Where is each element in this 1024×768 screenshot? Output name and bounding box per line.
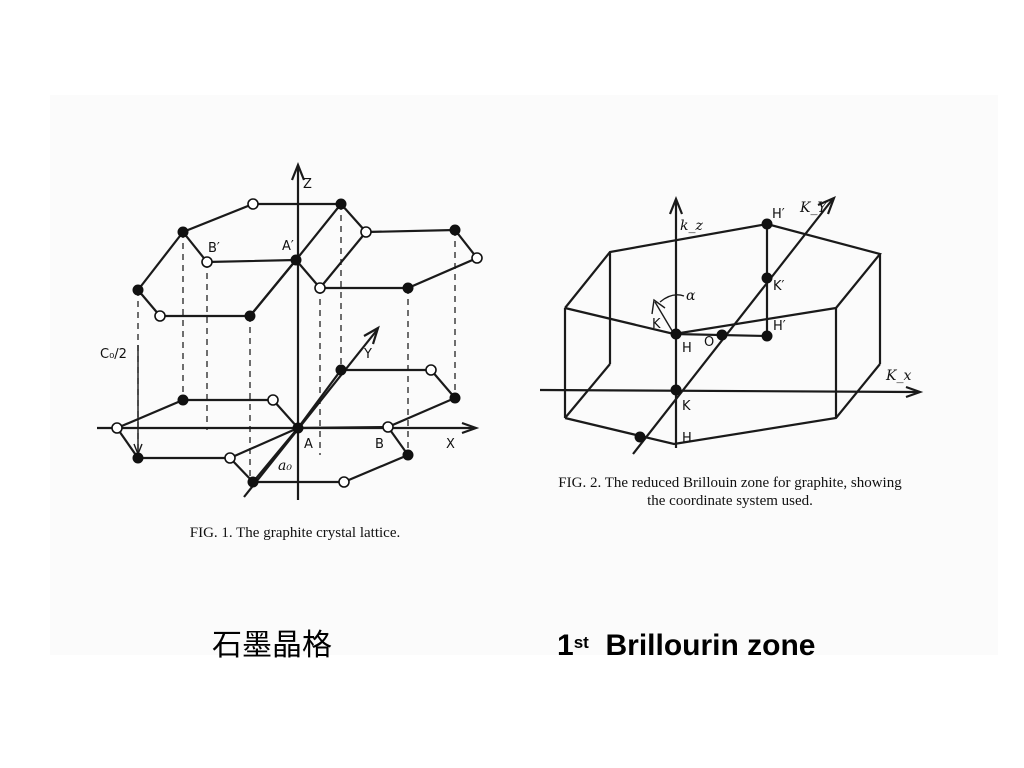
- atom-a-prime-label: A′: [282, 239, 294, 254]
- z-axis-label: Z: [303, 177, 312, 192]
- interlayer-spacing-label: C₀/2: [100, 347, 127, 362]
- lattice-constant-label: a₀: [278, 458, 292, 474]
- point-k-prime-label: K′: [773, 279, 785, 294]
- atom-b-prime-label: B′: [208, 241, 220, 256]
- lattice-dashed-verticals: [137, 204, 456, 482]
- lattice-axes: [97, 162, 480, 500]
- ordinal-suffix: st: [573, 633, 589, 652]
- zone-points: [634, 218, 773, 443]
- point-h-mid-label: H: [682, 341, 692, 356]
- fig2-caption-line2: the coordinate system used.: [647, 493, 813, 509]
- origin-o-label: O: [704, 335, 714, 350]
- point-k-low-label: K: [682, 399, 691, 414]
- graphite-lattice-title: 石墨晶格: [212, 628, 332, 663]
- zone-title-text: Brillourin zone: [605, 629, 816, 662]
- brillouin-zone-diagram: k_z K_Y K_x H′ K′ H′ α K H O K H: [539, 195, 924, 455]
- graphite-lattice-diagram: Z Y X A B A′ B′ C₀/2 a₀: [97, 162, 483, 500]
- fig2-caption-line1: FIG. 2. The reduced Brillouin zone for g…: [558, 475, 902, 491]
- x-axis-label: X: [446, 437, 455, 452]
- point-h-low-label: H: [682, 431, 692, 446]
- lattice-atoms: [111, 198, 483, 488]
- alpha-angle-label: α: [686, 288, 696, 304]
- kz-axis-label: k_z: [680, 218, 703, 234]
- k-arrow-label: K: [652, 317, 661, 332]
- scanned-figure-background: [50, 95, 998, 655]
- ordinal-number: 1: [557, 629, 574, 662]
- kx-axis-label: K_x: [885, 368, 911, 384]
- atom-b-label: B: [375, 437, 384, 452]
- atom-a-label: A: [304, 437, 313, 452]
- ky-axis-label: K_Y: [799, 200, 828, 216]
- fig1-caption: FIG. 1. The graphite crystal lattice.: [189, 525, 401, 541]
- brillouin-zone-title: 1st Brillourin zone: [557, 626, 815, 666]
- point-h-prime-mid-label: H′: [773, 319, 786, 334]
- upper-layer-network: [137, 202, 479, 318]
- zone-axes: [539, 195, 924, 455]
- y-axis-label: Y: [363, 347, 372, 362]
- point-h-prime-top-label: H′: [772, 207, 785, 222]
